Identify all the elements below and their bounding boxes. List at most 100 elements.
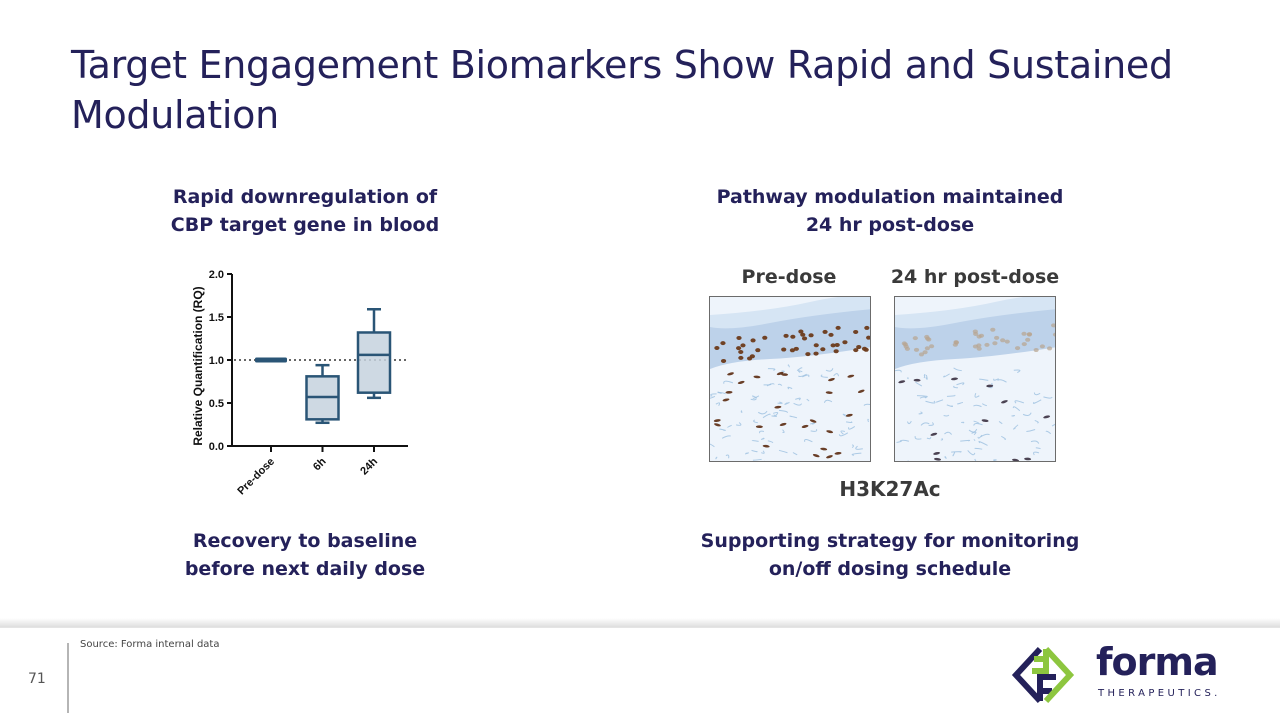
nucleus: [952, 342, 958, 347]
pre-dose-tissue-image: [709, 296, 871, 462]
nucleus: [750, 338, 756, 343]
dermal-nucleus: [737, 380, 745, 385]
nucleus: [901, 341, 907, 346]
nucleus: [856, 345, 862, 350]
dermal-fiber: [923, 373, 926, 379]
nucleus: [720, 358, 727, 363]
right-panel-heading: Pathway modulation maintained 24 hr post…: [690, 183, 1090, 239]
y-tick-label: 0.5: [209, 398, 224, 410]
dermal-fiber: [943, 373, 950, 378]
nucleus: [992, 341, 998, 346]
dermal-fiber: [855, 445, 863, 450]
nucleus: [789, 348, 796, 353]
dermal-fiber: [925, 400, 936, 404]
stratum-corneum: [710, 297, 870, 329]
dermal-fiber: [971, 431, 977, 436]
dermal-fiber: [792, 452, 798, 456]
dermal-fiber: [952, 451, 956, 457]
dermal-fiber: [851, 452, 862, 456]
nucleus: [835, 325, 841, 330]
left-heading-line-2: CBP target gene in blood: [170, 214, 440, 236]
nucleus: [984, 342, 990, 347]
dermal-fiber: [798, 373, 807, 377]
dermal-nucleus: [825, 391, 833, 394]
nucleus: [994, 335, 1000, 340]
nucleus: [1039, 344, 1045, 349]
dermal-fiber: [863, 403, 870, 406]
dermal-fiber: [778, 449, 788, 454]
dermal-fiber: [967, 450, 976, 456]
dermal-fiber: [715, 402, 721, 406]
nucleus: [866, 335, 870, 340]
dermal-fiber: [1032, 399, 1042, 404]
logo-tagline: THERAPEUTICS.: [1098, 688, 1221, 699]
biomarker-label: H3K27Ac: [839, 477, 941, 501]
y-tick-label: 1.0: [209, 355, 224, 367]
dermal-fiber: [974, 447, 983, 450]
x-tick-label: Pre-dose: [235, 456, 277, 498]
dermal-fiber: [793, 402, 803, 406]
nucleus: [864, 325, 870, 330]
dermal-fiber: [1051, 423, 1055, 427]
nucleus: [720, 341, 726, 346]
right-panel-caption: Supporting strategy for monitoring on/of…: [690, 527, 1090, 583]
dermal-fiber: [895, 369, 902, 373]
dermal-fiber: [867, 418, 870, 423]
nucleus: [918, 352, 925, 357]
dermal-fiber: [736, 422, 742, 426]
dermal-fiber: [974, 392, 980, 398]
dermal-nucleus: [776, 371, 784, 376]
box-24h: [356, 308, 392, 400]
dermal-nucleus: [826, 430, 834, 434]
dermal-fiber: [848, 426, 856, 430]
dermal-fiber: [1034, 419, 1039, 424]
dermal-nucleus: [753, 375, 761, 379]
dermal-fiber: [993, 378, 999, 381]
nucleus: [801, 336, 808, 341]
nucleus: [903, 344, 909, 349]
nucleus: [1000, 338, 1006, 343]
dermal-nucleus: [828, 377, 835, 382]
dermal-fiber: [928, 422, 934, 426]
nucleus: [793, 346, 799, 351]
pre-dose-ihc-stain: [710, 297, 870, 461]
dermal-fiber: [974, 458, 977, 461]
nucleus: [973, 331, 979, 336]
dermal-fiber: [944, 431, 952, 435]
dermal-fiber: [953, 385, 958, 389]
dermal-fiber: [943, 414, 950, 417]
dermal-fiber: [777, 401, 783, 404]
dermal-fiber: [1035, 447, 1041, 450]
nucleus: [790, 334, 796, 339]
dermal-fiber: [973, 404, 982, 408]
nucleus: [1025, 337, 1031, 342]
post-dose-image-label: 24 hr post-dose: [890, 266, 1060, 288]
chart-axes: [227, 273, 408, 452]
dermal-fiber: [796, 367, 803, 372]
dermal-fiber: [845, 421, 853, 423]
dermal-fiber: [919, 396, 927, 399]
dermal-fiber: [721, 435, 731, 439]
dermal-nucleus: [809, 419, 817, 423]
dermal-fiber: [1043, 396, 1053, 399]
dermal-fiber: [751, 449, 758, 453]
nucleus: [736, 335, 742, 340]
dermal-fiber: [907, 376, 909, 380]
page-number: 71: [28, 671, 46, 687]
stratum-corneum: [895, 297, 1055, 329]
nucleus: [976, 343, 982, 348]
dermal-fiber: [725, 454, 730, 459]
dermal-fiber: [767, 368, 776, 371]
dermal-nucleus: [725, 390, 733, 394]
nucleus: [833, 349, 839, 354]
dermal-nucleus: [981, 419, 989, 422]
nucleus: [783, 333, 789, 338]
dermal-nucleus: [774, 405, 782, 409]
x-tick-label: 24h: [358, 455, 380, 477]
dermal-nucleus: [857, 389, 865, 394]
dermal-nucleus: [755, 425, 763, 429]
right-caption-line-2: on/off dosing schedule: [768, 558, 1012, 580]
slide-title: Target Engagement Biomarkers Show Rapid …: [71, 43, 1173, 137]
dermal-fiber: [810, 422, 816, 425]
box-6h: [305, 363, 340, 425]
